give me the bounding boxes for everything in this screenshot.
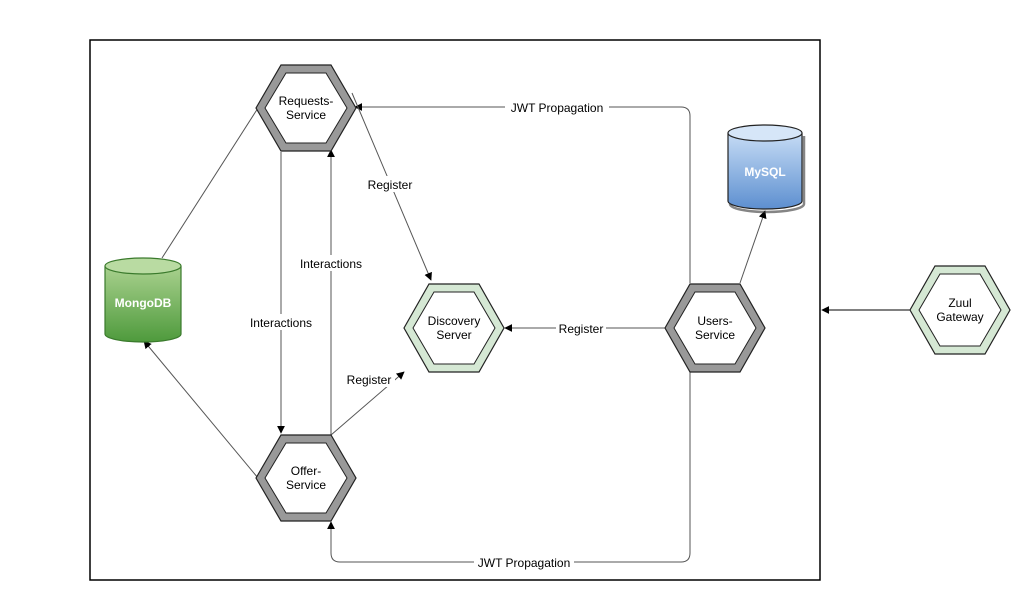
edge-requests-mongodb <box>161 107 259 259</box>
label-jwt-bottom: JWT Propagation <box>478 556 571 570</box>
label-jwt-top: JWT Propagation <box>511 101 604 115</box>
node-requests-service: Requests- Service <box>255 64 357 152</box>
label-interactions-down: Interactions <box>250 316 312 330</box>
label-register-requests: Register <box>368 178 413 192</box>
discovery-server-line2: Server <box>436 328 471 342</box>
mongodb-label: MongoDB <box>115 296 172 310</box>
discovery-server-line1: Discovery <box>428 314 481 328</box>
node-users-service: Users- Service <box>664 283 766 373</box>
zuul-gateway-line2: Gateway <box>936 310 983 324</box>
zuul-gateway-line1: Zuul <box>948 296 971 310</box>
edge-jwt-top <box>354 103 691 283</box>
label-register-users: Register <box>559 322 604 336</box>
node-discovery-server: Discovery Server <box>403 283 505 373</box>
node-mongodb: MongoDB <box>104 257 182 343</box>
node-zuul-gateway: Zuul Gateway <box>909 265 1011 355</box>
label-interactions-up: Interactions <box>300 257 362 271</box>
offer-service-line2: Service <box>286 478 326 492</box>
node-mysql: MySQL <box>727 124 806 214</box>
requests-service-line2: Service <box>286 108 326 122</box>
offer-service-line1: Offer- <box>291 464 321 478</box>
requests-service-line1: Requests- <box>279 94 334 108</box>
system-boundary <box>89 39 821 581</box>
users-service-line1: Users- <box>697 314 732 328</box>
edge-jwt-bottom <box>327 372 691 563</box>
mysql-label: MySQL <box>744 165 785 179</box>
users-service-line2: Service <box>695 328 735 342</box>
label-register-offer: Register <box>347 373 392 387</box>
edge-offer-mongodb <box>143 340 259 479</box>
edge-users-mysql <box>739 210 767 284</box>
node-offer-service: Offer- Service <box>255 434 357 522</box>
